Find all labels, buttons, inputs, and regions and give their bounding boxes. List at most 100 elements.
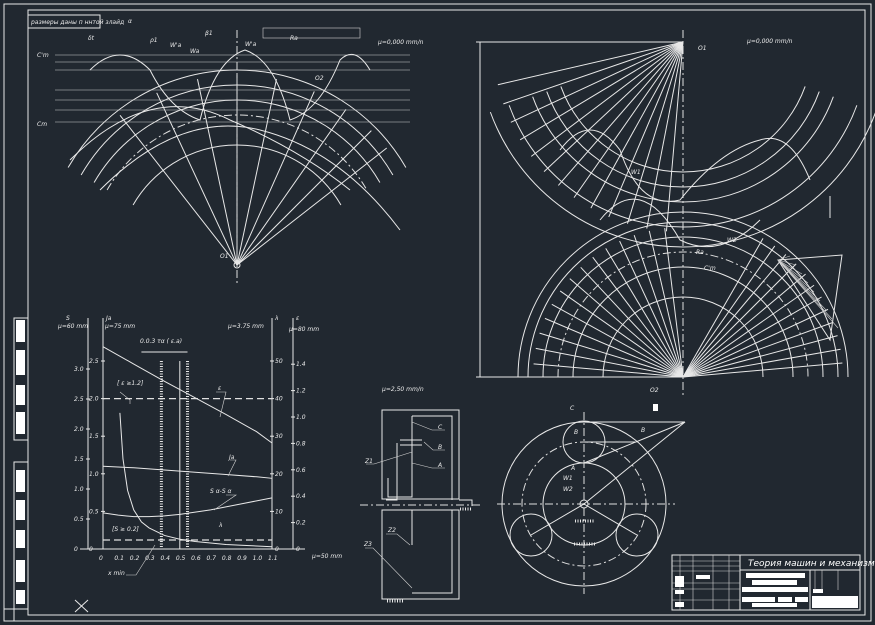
chart-annotation: [ ε ≥1.2]	[117, 380, 144, 387]
gear-ray	[543, 41, 684, 172]
leader-line	[213, 494, 237, 511]
axis-tick-label: 1.2	[296, 388, 306, 395]
label-c: C	[438, 424, 443, 431]
gear-ray	[156, 92, 238, 266]
gear-ray	[682, 254, 787, 378]
gear-ray	[682, 245, 776, 378]
tooth-envelope	[69, 106, 351, 191]
gear-ray	[551, 303, 684, 378]
gear1-label: ρ1	[150, 37, 158, 44]
polar-fan-ray	[777, 255, 791, 261]
outer-frame	[3, 3, 872, 622]
gear-ray	[533, 363, 684, 378]
scale-label-1: μ=0,000 mm/n	[377, 39, 424, 46]
gear-ray	[664, 228, 684, 378]
axis-name: Ja	[105, 315, 112, 322]
label-b: B	[438, 444, 442, 451]
x-tick-label: 0.2	[130, 555, 140, 562]
scheme-scale-label: μ=2,50 mm/n	[381, 386, 424, 393]
x-tick-label: 0.6	[191, 555, 201, 562]
gear-ray	[682, 348, 841, 378]
polar-fan-ray	[777, 259, 815, 293]
series-S	[102, 497, 273, 518]
gear-ray	[682, 335, 838, 378]
x-tick-label: 0.5	[176, 555, 186, 562]
polar-fan-ray	[777, 259, 839, 329]
axis-tick-label: 1.5	[89, 433, 99, 440]
planet-label-c: C	[570, 405, 575, 412]
axis-tick-label: 0.5	[89, 508, 99, 515]
axis-tick-label: 0.8	[296, 440, 306, 447]
gear-ray	[682, 273, 806, 378]
stamp-box	[27, 14, 101, 29]
gear-ray	[236, 130, 372, 266]
title-block: Теория машин и механизмов	[671, 554, 875, 611]
axis-tick-label: 0.4	[296, 493, 306, 500]
axis-tick-label: 0.5	[74, 516, 84, 523]
gear-ray	[119, 114, 238, 266]
gear-ray	[682, 362, 843, 378]
leader-line	[216, 391, 227, 418]
chart-annotation: Ja	[228, 454, 235, 461]
gear1-label: β1	[205, 30, 213, 37]
axis-tick-label: 40	[275, 396, 283, 403]
label-a: A	[437, 462, 442, 469]
axis-tick-label: 50	[275, 358, 283, 365]
gear-arc	[489, 111, 875, 248]
gear1-label: δt	[88, 35, 95, 42]
gear-center	[233, 261, 241, 269]
gear-ray	[605, 248, 684, 378]
polar-fan	[777, 254, 843, 342]
gear-ray	[530, 41, 684, 157]
cross-mark-stroke	[74, 599, 89, 613]
gear-ray	[633, 235, 684, 378]
axis-tick-label: 2.0	[74, 426, 84, 433]
gear-ray	[503, 41, 684, 105]
gear-ray	[682, 296, 822, 378]
chart-annotation: λ	[218, 522, 223, 529]
gear-ray	[590, 41, 684, 209]
label-z2: Z2	[387, 527, 396, 534]
axis-tick-label: 0.6	[296, 467, 306, 474]
gear-ray	[236, 109, 347, 266]
gear-arc	[542, 236, 824, 378]
planet-label-w1: W1	[563, 475, 573, 482]
chart-annotation: x min	[107, 570, 125, 577]
axis-tick-label: 1.0	[89, 471, 99, 478]
gear-ray	[236, 91, 315, 266]
gear-ray	[569, 278, 684, 378]
axis-tick-label: 20	[275, 471, 283, 478]
gear-arc	[560, 86, 806, 173]
axis-tick-label: 1.0	[74, 486, 84, 493]
axis-tick-label: 0.2	[296, 520, 306, 527]
gear1-label: Ra	[290, 35, 298, 42]
leader-line	[119, 391, 131, 404]
x-tick-label: 0.9	[237, 555, 247, 562]
gear-ray	[682, 238, 764, 378]
planetary-view: C B B A W1 W2	[497, 404, 686, 594]
mechanism-scheme: μ=2,50 mm/n C B A Z1 Z2 Z3	[360, 386, 480, 603]
gear-ray	[682, 321, 834, 378]
corner-mark	[3, 608, 15, 622]
inner-frame	[27, 9, 866, 616]
tooth-envelope	[99, 125, 401, 231]
stamp-label: размеры даны п ннтой злайд	[30, 19, 124, 26]
chart-annotation: [S ≥ 0.2]	[112, 526, 140, 533]
x-tick-label: 0.4	[160, 555, 170, 562]
gear-ray	[573, 41, 684, 198]
axis-scale-label: μ=60 mm	[57, 323, 88, 330]
x-tick-label: 1.1	[268, 555, 278, 562]
polar-fan-ray	[777, 259, 821, 302]
axis-scale-label: μ=3.75 mm	[227, 323, 264, 330]
quality-chart: 00.51.01.52.02.53.0μ=60 mmS00.51.01.52.0…	[57, 315, 342, 577]
planet-label-w2: W2	[563, 486, 573, 493]
gear1-label: α	[128, 18, 132, 25]
label-z1: Z1	[364, 458, 373, 465]
gear1-label: W'a	[170, 42, 182, 49]
axis-tick-label: 0	[74, 546, 78, 553]
gear1-label: O1	[220, 253, 229, 260]
gear-ray	[682, 308, 829, 378]
